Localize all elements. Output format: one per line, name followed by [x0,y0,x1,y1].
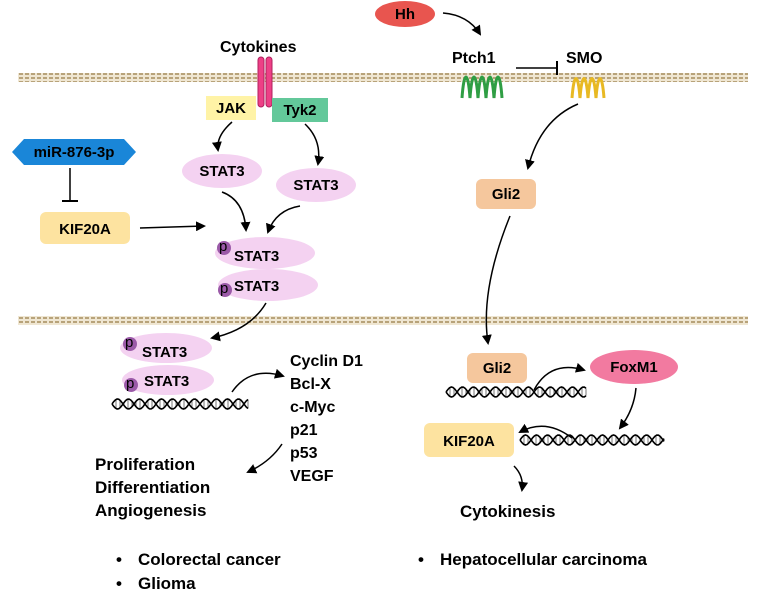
target-gene-5: VEGF [290,468,334,485]
mir-876-3p-node [12,139,136,165]
stat3-right-label: STAT3 [293,177,338,194]
dna3-strand-1 [519,434,665,446]
arrow-targets-to-outcomes [246,443,283,474]
arrow-dna-to-foxm1 [533,362,586,391]
arrow-pstat3-to-nucleus [210,302,267,342]
outcome-item-2: Angiogenesis [95,501,206,520]
target-gene-0: Cyclin D1 [290,353,363,370]
pstat3-bot1-label: STAT3 [142,344,187,361]
phospho-circle-2 [218,283,232,297]
tyk2-label: Tyk2 [283,102,316,119]
stat3-node-left [182,154,262,188]
arrow-hh-to-ptch1 [442,12,482,36]
pstat3-top2-label: STAT3 [234,278,279,295]
arrow-gli2-to-nucleus [481,215,511,345]
disease-left-bullet-0: • [116,550,122,569]
gli2-nucleus-node [467,353,527,383]
kif20a-right-label: KIF20A [443,433,495,450]
ptch1-label: Ptch1 [452,50,496,67]
nuclear-membrane [18,316,748,325]
cytokine-receptor [257,56,273,108]
stat3-node-right [276,168,356,202]
arrow-stat3-right-to-pstat3 [266,205,301,234]
kif20a-left-label: KIF20A [59,221,111,238]
disease-left-bullet-1: • [116,574,122,591]
arrow-jak-to-stat3 [211,121,233,152]
mir-876-3p-label: miR-876-3p [34,144,115,161]
disease-list-left: • Colorectal cancer • Glioma [116,550,281,591]
disease-right-bullet-0: • [418,550,424,569]
hh-label: Hh [395,6,415,23]
pathway-arrows [139,12,637,492]
cytokines-label: Cytokines [220,39,297,56]
smo-label: SMO [566,50,602,67]
dna-helix-right-bottom [519,434,665,446]
arrow-dna-to-kif20a [518,423,573,439]
jak-label: JAK [216,100,246,117]
phospho-label-4: p [126,375,134,392]
phospho-label-1: p [219,238,227,255]
disease-list-right: • Hepatocellular carcinoma [418,550,647,569]
arrow-tyk2-to-stat3 [304,123,325,166]
pstat3-dimer-bottom [218,269,318,301]
phospho-label-3: p [125,334,133,351]
dna-helix-right-top [445,386,587,398]
phospho-circle-4 [124,378,138,392]
stat3-left-label: STAT3 [199,163,244,180]
jak-box [206,96,256,120]
target-gene-2: c-Myc [290,399,335,416]
pstat3-top1-label: STAT3 [234,248,279,265]
gli2-top-label: Gli2 [492,186,520,203]
target-gene-4: p53 [290,445,318,462]
nuclear-pstat3-bottom [122,365,214,395]
arrow-foxm1-to-dna [618,387,637,430]
gli2-cytoplasm-node [476,179,536,209]
smo-receptor [570,77,606,99]
kif20a-left-node [40,212,130,244]
dna2-strand-0 [445,386,587,398]
outcome-item-0: Proliferation [95,455,195,474]
dna2-strand-1 [445,386,587,398]
cell-membrane [18,73,748,82]
arrow-kif20a-to-cytokinesis [513,465,529,492]
phospho-circle-3 [123,337,137,351]
dna3-strand-0 [519,434,665,446]
gli2-bottom-label: Gli2 [483,360,511,377]
kif20a-right-node [424,423,514,457]
phospho-label-2: p [220,280,228,297]
ptch1-receptor [460,75,504,99]
disease-left-0: Colorectal cancer [138,550,281,569]
target-gene-1: Bcl-X [290,376,331,393]
disease-right-0: Hepatocellular carcinoma [440,550,647,569]
dna-helix-left [111,398,249,410]
nuclear-pstat3-top [120,333,212,363]
arrow-smo-to-gli2 [525,103,579,170]
hh-node [375,1,435,27]
tyk2-box [272,98,328,122]
arrow-dna-to-targets [231,368,285,393]
disease-left-1: Glioma [138,574,196,591]
foxm1-label: FoxM1 [610,359,658,376]
cytokinesis-label: Cytokinesis [460,502,555,521]
foxm1-node [590,350,678,384]
arrow-stat3-left-to-pstat3 [221,191,251,232]
target-gene-3: p21 [290,422,318,439]
phospho-circle-1 [217,241,231,255]
pstat3-bot2-label: STAT3 [144,373,189,390]
arrow-kif20a-to-pstat3 [139,221,206,232]
pstat3-dimer-top [215,237,315,269]
dna1-strand-1 [111,398,249,410]
dna1-strand-0 [111,398,249,410]
outcome-item-1: Differentiation [95,478,210,497]
